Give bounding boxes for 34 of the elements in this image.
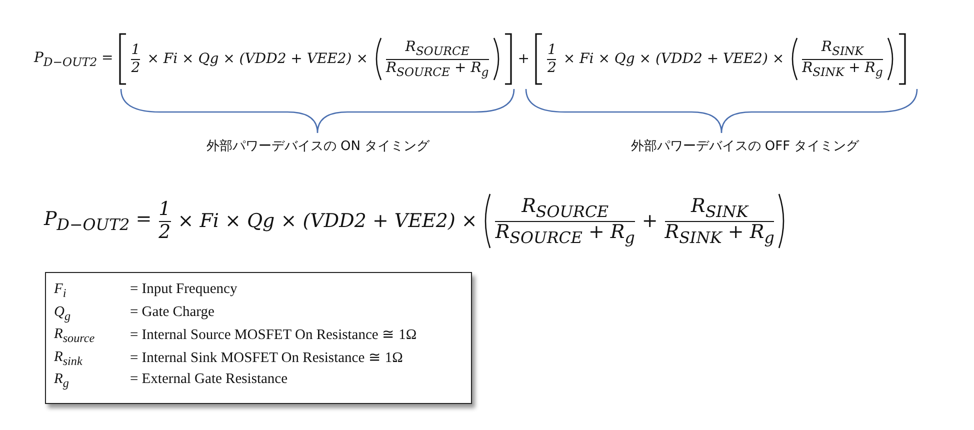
definition-text: = Internal Sink MOSFET On Resistance ≅ 1Ω: [130, 348, 403, 366]
definition-box: [45, 272, 472, 404]
symbol: F$_{i}$: [54, 281, 66, 301]
denominator: R$_{SINK}$ + R$_{g}$: [664, 222, 774, 246]
formula-text: P$_{D−OUT2}$ =: [34, 50, 114, 68]
denominator: 2: [131, 60, 140, 76]
brace-caption: 外部パワーデバイスの ON タイミング: [206, 138, 430, 155]
numerator: 1: [547, 42, 556, 58]
symbol: R$_{sink}$: [54, 348, 82, 368]
formula-text: P$_{D−OUT2}$ =: [44, 208, 152, 234]
definition-text: = External Gate Resistance: [130, 371, 288, 388]
numerator: R$_{SINK}$: [821, 39, 864, 58]
numerator: R$_{SOURCE}$: [405, 39, 470, 58]
definition-text: = Gate Charge: [130, 304, 214, 320]
formula-text: +: [642, 210, 658, 232]
denominator: R$_{SOURCE}$ + R$_{g}$: [495, 222, 635, 246]
definition-text: = Input Frequency: [130, 281, 238, 298]
denominator: 2: [547, 60, 556, 76]
numerator: R$_{SINK}$: [691, 196, 748, 220]
symbol: Q$_{g}$: [54, 304, 71, 324]
denominator: R$_{SINK}$ + R$_{g}$: [802, 60, 883, 79]
numerator: R$_{SOURCE}$: [522, 196, 609, 220]
formula-text: × Fi × Qg × (VDD2 + VEE2) ×: [563, 51, 784, 67]
numerator: 1: [158, 198, 171, 220]
definition-text: = Internal Source MOSFET On Resistance ≅ 1Ω: [130, 326, 417, 344]
denominator: R$_{SOURCE}$ + R$_{g}$: [386, 60, 489, 79]
formula-text: × Fi × Qg × (VDD2 + VEE2) ×: [178, 210, 478, 232]
formula-text: × Fi × Qg × (VDD2 + VEE2) ×: [147, 51, 368, 67]
numerator: 1: [131, 42, 140, 58]
formula-text: +: [518, 51, 530, 67]
denominator: 2: [158, 222, 171, 244]
brace-caption: 外部パワーデバイスの OFF タイミング: [630, 138, 860, 155]
symbol: R$_{g}$: [54, 371, 69, 391]
symbol: R$_{source}$: [54, 326, 95, 346]
